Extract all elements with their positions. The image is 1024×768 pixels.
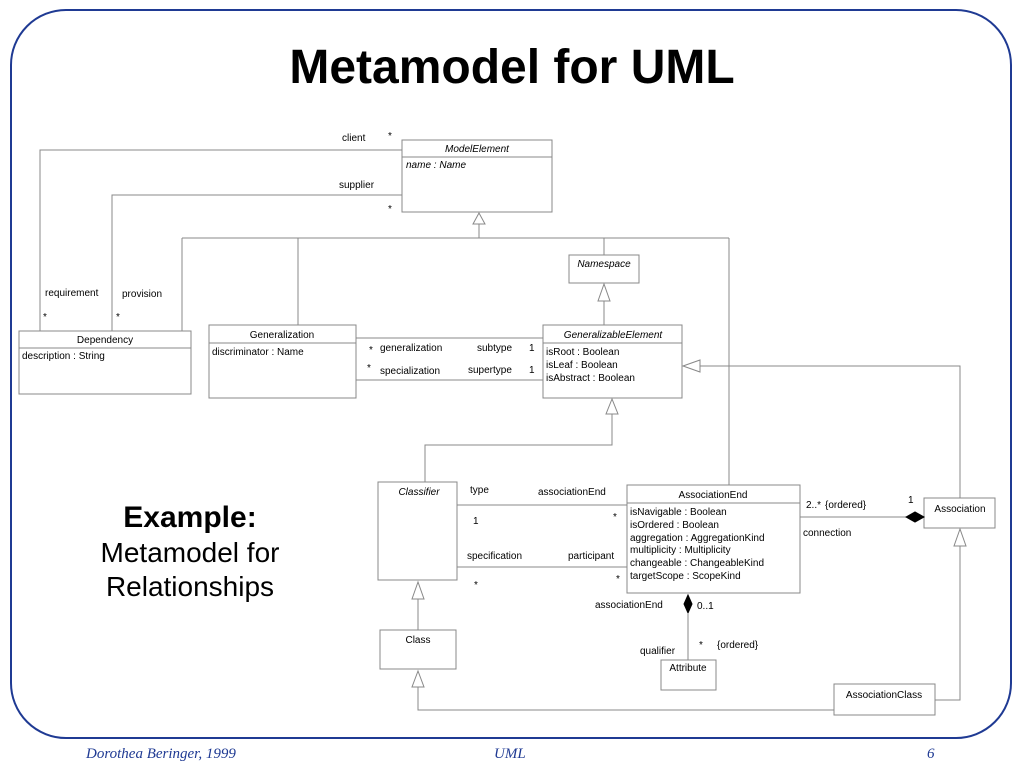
slide-frame (10, 9, 1012, 739)
footer-page: 6 (927, 746, 935, 762)
type-mult: 1 (473, 516, 479, 527)
type-label: type (470, 485, 489, 496)
qualifier-ordered: {ordered} (717, 640, 759, 651)
connection-ordered: {ordered} (825, 500, 867, 511)
dependency-box (18, 330, 192, 395)
generalizable-element-box (542, 324, 683, 399)
qualifier-diamond (683, 593, 693, 615)
client-mult: * (388, 131, 392, 142)
qualifier-assoc-mult: 0..1 (697, 601, 714, 612)
association-end-box (626, 484, 801, 594)
example-caption: Example: Metamodel for Relationships (60, 500, 320, 604)
association-end-attr-3: multiplicity : Multiplicity (630, 545, 731, 556)
association-gen-triangle (681, 359, 701, 373)
generalizable-element-name: GeneralizableElement (564, 330, 664, 341)
client-label: client (342, 133, 366, 144)
supplier-mult: * (388, 204, 392, 215)
subtype-mult: 1 (529, 343, 535, 354)
association-mult: 1 (908, 495, 914, 506)
specialization-mult: * (367, 363, 371, 374)
namespace-name: Namespace (577, 259, 631, 270)
qualifier-label: qualifier (640, 646, 676, 657)
connection-label: connection (803, 528, 851, 539)
supertype-mult: 1 (529, 365, 535, 376)
classifier-triangle (411, 580, 425, 600)
qualifier-association-end: associationEnd (595, 600, 663, 611)
association-end-name: AssociationEnd (679, 490, 748, 501)
association-end-attr-4: changeable : ChangeableKind (630, 558, 764, 569)
classifier-name: Classifier (398, 487, 440, 498)
requirement-mult: * (43, 312, 47, 323)
model-element-attr: name : Name (406, 160, 466, 171)
generalization-name: Generalization (250, 330, 314, 341)
supplier-line (111, 194, 402, 331)
specification-label: specification (467, 551, 522, 562)
connection-mult: 2..* (806, 500, 821, 511)
example-heading: Example: (123, 501, 257, 534)
generalizable-element-attr-2: isAbstract : Boolean (546, 373, 635, 384)
generalization-role: generalization (380, 343, 442, 354)
dependency-name: Dependency (77, 335, 133, 346)
example-line-1: Metamodel for (100, 537, 280, 568)
generalization-box (208, 324, 357, 399)
slide-title: Metamodel for UML (289, 41, 735, 94)
generalizable-triangle (605, 397, 619, 415)
class-triangle (411, 669, 425, 688)
client-line (39, 149, 402, 331)
dependency-attr: description : String (22, 351, 105, 362)
provision-label: provision (122, 289, 162, 300)
association-end-attr-1: isOrdered : Boolean (630, 520, 719, 531)
participant-mult: * (616, 574, 620, 585)
association-end-attr-2: aggregation : AggregationKind (630, 533, 765, 544)
namespace-triangle (597, 282, 611, 302)
class-name: Class (405, 635, 430, 646)
association-name: Association (934, 504, 985, 515)
generalization-mult: * (369, 345, 373, 356)
generalizable-element-attr-1: isLeaf : Boolean (546, 360, 618, 371)
classifier-box (377, 481, 458, 581)
association-end-attr-5: targetScope : ScopeKind (630, 571, 741, 582)
model-element-name: ModelElement (445, 144, 510, 155)
association-end-role: associationEnd (538, 487, 606, 498)
association-end-attr-0: isNavigable : Boolean (630, 507, 727, 518)
model-element-triangle (472, 211, 486, 225)
footer-center: UML (494, 746, 526, 762)
specification-mult: * (474, 580, 478, 591)
provision-mult: * (116, 312, 120, 323)
generalizable-element-attr-0: isRoot : Boolean (546, 347, 619, 358)
footer-author: Dorothea Beringer, 1999 (86, 746, 236, 762)
generalization-attr: discriminator : Name (212, 347, 304, 358)
attribute-name: Attribute (669, 663, 707, 674)
connection-diamond (904, 511, 926, 523)
association-end-mult: * (613, 512, 617, 523)
example-line-2: Relationships (105, 571, 275, 602)
supplier-label: supplier (339, 180, 375, 191)
requirement-label: requirement (45, 288, 99, 299)
subtype-label: subtype (477, 343, 512, 354)
specialization-role: specialization (380, 366, 440, 377)
model-element-box (401, 139, 553, 213)
association-triangle (953, 527, 967, 547)
qualifier-mult: * (699, 640, 703, 651)
association-class-name: AssociationClass (846, 690, 922, 701)
supertype-label: supertype (468, 365, 512, 376)
participant-label: participant (568, 551, 614, 562)
